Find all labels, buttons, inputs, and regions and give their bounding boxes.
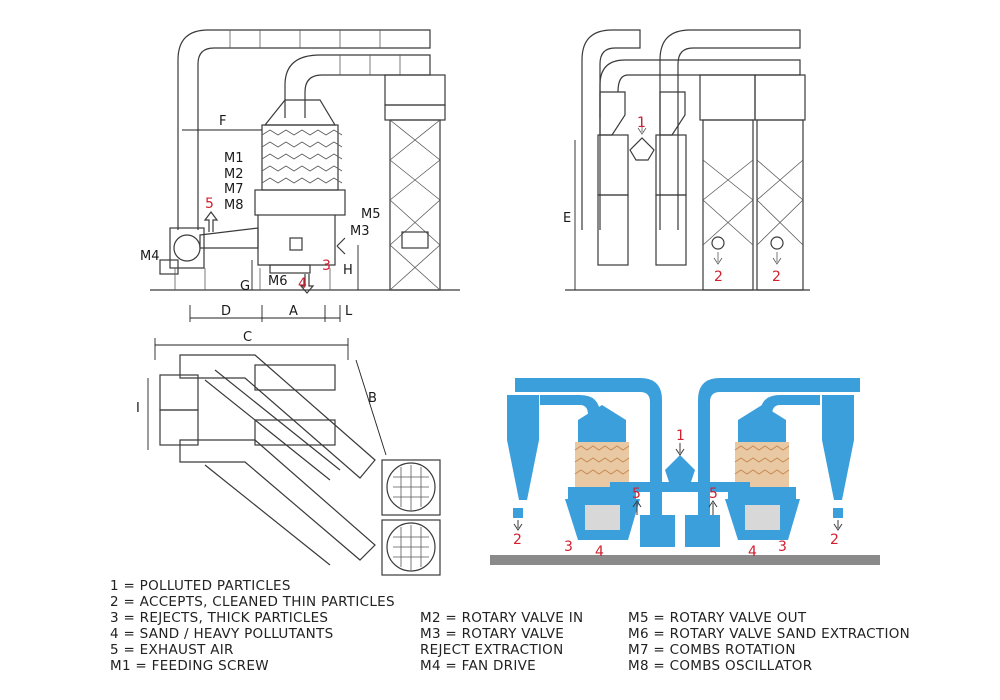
color-flow-4-left: 4 bbox=[595, 544, 604, 560]
legend-column-1: 1 = POLLUTED PARTICLES 2 = ACCEPTS, CLEA… bbox=[110, 578, 395, 674]
dim-C: C bbox=[243, 330, 252, 345]
legend-item: 2 = ACCEPTS, CLEANED THIN PARTICLES bbox=[110, 594, 395, 610]
dim-F: F bbox=[219, 114, 226, 129]
color-flow-2-left: 2 bbox=[513, 532, 522, 548]
side-view: F M1 M2 M7 M8 M5 M3 M4 M6 G H D A L 5 3 … bbox=[140, 29, 460, 322]
legend-item: M3 = ROTARY VALVE bbox=[420, 626, 565, 642]
color-flow-3-left: 3 bbox=[564, 539, 573, 555]
top-view: C I B bbox=[136, 330, 441, 576]
flow-2-accepts-right: 2 bbox=[772, 269, 781, 285]
flow-1-polluted: 1 bbox=[637, 115, 646, 131]
legend-item: M5 = ROTARY VALVE OUT bbox=[628, 610, 807, 626]
label-M4: M4 bbox=[140, 249, 160, 264]
label-M3: M3 bbox=[350, 224, 370, 239]
color-flow-4-right: 4 bbox=[748, 544, 757, 560]
legend-item: 3 = REJECTS, THICK PARTICLES bbox=[110, 610, 329, 626]
legend-item: 1 = POLLUTED PARTICLES bbox=[110, 578, 291, 594]
legend-item: 4 = SAND / HEAVY POLLUTANTS bbox=[110, 626, 334, 642]
legend-item: M7 = COMBS ROTATION bbox=[628, 642, 796, 658]
legend-item: 5 = EXHAUST AIR bbox=[110, 642, 234, 658]
flow-5-exhaust: 5 bbox=[205, 196, 214, 212]
dim-D: D bbox=[221, 304, 231, 319]
dim-E: E bbox=[563, 211, 571, 226]
label-M5: M5 bbox=[361, 207, 381, 222]
dim-I: I bbox=[136, 401, 140, 416]
label-M2: M2 bbox=[224, 167, 244, 182]
dim-A: A bbox=[289, 304, 298, 319]
legend-item: M4 = FAN DRIVE bbox=[420, 658, 537, 674]
flow-3-rejects: 3 bbox=[322, 258, 331, 274]
color-view: 1 5 5 2 3 4 4 3 2 bbox=[490, 378, 880, 565]
legend-item: REJECT EXTRACTION bbox=[420, 642, 564, 658]
color-flow-2-right: 2 bbox=[830, 532, 839, 548]
color-flow-5-left: 5 bbox=[632, 486, 641, 502]
label-M1: M1 bbox=[224, 151, 244, 166]
color-flow-5-right: 5 bbox=[709, 486, 718, 502]
flow-4-sand: 4 bbox=[298, 276, 307, 292]
front-view: E 1 2 2 bbox=[563, 29, 810, 291]
label-M6: M6 bbox=[268, 274, 288, 289]
label-M7: M7 bbox=[224, 182, 244, 197]
color-flow-1: 1 bbox=[676, 428, 685, 444]
dim-H: H bbox=[343, 263, 353, 278]
legend-column-3: M5 = ROTARY VALVE OUT M6 = ROTARY VALVE … bbox=[628, 610, 910, 674]
dim-L: L bbox=[345, 304, 353, 319]
legend-item: M6 = ROTARY VALVE SAND EXTRACTION bbox=[628, 626, 911, 642]
legend-item: M1 = FEEDING SCREW bbox=[110, 658, 269, 674]
flow-2-accepts-left: 2 bbox=[714, 269, 723, 285]
color-flow-3-right: 3 bbox=[778, 539, 787, 555]
dim-B: B bbox=[368, 391, 377, 406]
legend-item: M2 = ROTARY VALVE IN bbox=[420, 610, 584, 626]
legend-column-2: M2 = ROTARY VALVE IN M3 = ROTARY VALVE R… bbox=[420, 610, 583, 674]
dim-G: G bbox=[240, 279, 250, 294]
legend-item: M8 = COMBS OSCILLATOR bbox=[628, 658, 813, 674]
label-M8: M8 bbox=[224, 198, 244, 213]
